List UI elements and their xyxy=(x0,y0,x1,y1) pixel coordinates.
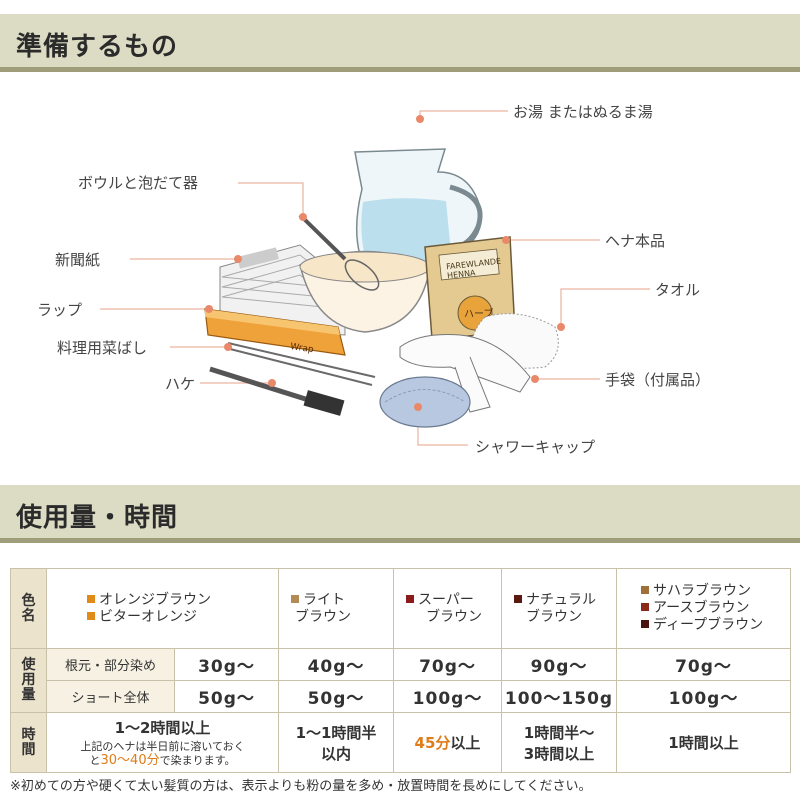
amount-value: 40g〜 xyxy=(278,648,394,681)
section-header-prep: 準備するもの xyxy=(0,14,800,72)
callout-wrap: ラップ xyxy=(37,301,83,319)
callout-hot-water: お湯 またはぬるま湯 xyxy=(513,103,653,121)
wrap-box-graphic: Wrap xyxy=(204,308,346,356)
henna-box-graphic: FAREWLANDE HENNA ハーブ xyxy=(424,236,516,340)
amount-value: 50g〜 xyxy=(278,680,394,713)
color-swatch xyxy=(291,594,299,603)
amount-value: 50g〜 xyxy=(174,680,279,713)
callout-towel: タオル xyxy=(655,281,701,299)
color-group-2: ライト ブラウン xyxy=(278,568,394,649)
time-group-3: 45分以上 xyxy=(393,712,502,773)
callout-gloves: 手袋（付属品） xyxy=(605,371,711,389)
section-header-usage: 使用量・時間 xyxy=(0,485,800,543)
time-group-4: 1時間半〜 3時間以上 xyxy=(501,712,617,773)
bowl-whisk-graphic xyxy=(298,213,431,333)
callout-henna: ヘナ本品 xyxy=(605,232,666,250)
callout-bowl-whisk: ボウルと泡だて器 xyxy=(78,174,199,192)
amount-value: 100g〜 xyxy=(616,680,791,713)
shower-cap-graphic xyxy=(379,376,471,428)
amount-label-partial: 根元・部分染め xyxy=(46,648,175,681)
amount-value: 90g〜 xyxy=(501,648,617,681)
color-swatch xyxy=(641,586,649,594)
amount-value: 100g〜 xyxy=(393,680,502,713)
callout-shower-cap: シャワーキャップ xyxy=(475,438,596,456)
time-group-1: 1〜2時間以上 上記のヘナは半日前に溶いておく と30〜40分で染まります。 xyxy=(46,712,279,773)
color-swatch xyxy=(87,594,95,603)
time-group-5: 1時間以上 xyxy=(616,712,791,773)
section-title-usage: 使用量・時間 xyxy=(16,503,179,533)
row-label-color: 色 名 xyxy=(10,568,47,649)
color-swatch xyxy=(406,594,414,603)
color-swatch xyxy=(641,603,649,611)
color-swatch xyxy=(87,611,95,620)
wrap-label: Wrap xyxy=(290,342,315,355)
callout-brush: ハケ xyxy=(165,375,196,393)
amount-value: 100〜150g xyxy=(501,680,617,713)
color-group-5: サハラブラウン アースブラウン ディープブラウン xyxy=(616,568,791,649)
amount-label-short: ショート全体 xyxy=(46,680,175,713)
usage-time-table: 色 名 オレンジブラウン ビターオレンジ ライト ブラウン スーパー ブラウン … xyxy=(10,568,791,773)
callout-dots xyxy=(205,115,565,411)
table-row-color: 色 名 オレンジブラウン ビターオレンジ ライト ブラウン スーパー ブラウン … xyxy=(10,568,791,649)
brush-graphic xyxy=(209,366,345,416)
callout-chopsticks: 料理用菜ばし xyxy=(57,339,148,357)
color-group-4: ナチュラル ブラウン xyxy=(501,568,617,649)
row-label-amount: 使 用 量 xyxy=(10,648,47,713)
color-swatch xyxy=(641,620,649,628)
color-group-1: オレンジブラウン ビターオレンジ xyxy=(46,568,279,649)
table-row-amount-partial: 使 用 量 根元・部分染め 30g〜 40g〜 70g〜 90g〜 70g〜 xyxy=(10,648,791,713)
amount-value: 70g〜 xyxy=(616,648,791,681)
time-group-2: 1〜1時間半 以内 xyxy=(278,712,394,773)
gloves-graphic xyxy=(399,334,531,413)
table-row-time: 時 間 1〜2時間以上 上記のヘナは半日前に溶いておく と30〜40分で染まりま… xyxy=(10,712,791,773)
color-swatch xyxy=(514,594,522,603)
supplies-illustration: FAREWLANDE HENNA ハーブ Wrap xyxy=(100,110,650,446)
color-group-3: スーパー ブラウン xyxy=(393,568,502,649)
section-title-prep: 準備するもの xyxy=(16,32,179,62)
table-row-amount-short: ショート全体 50g〜 50g〜 100g〜 100〜150g 100g〜 xyxy=(11,680,791,713)
callout-newspaper: 新聞紙 xyxy=(55,251,101,269)
chopsticks-graphic xyxy=(227,342,376,386)
amount-value: 30g〜 xyxy=(174,648,279,681)
amount-value: 70g〜 xyxy=(393,648,502,681)
box-label-side: HENNA xyxy=(447,268,477,280)
callout-lines xyxy=(100,110,650,446)
row-label-time: 時 間 xyxy=(10,712,47,773)
footnote: ※初めての方や硬くて太い髪質の方は、表示よりも粉の量を多め・放置時間を長めにして… xyxy=(10,779,592,794)
